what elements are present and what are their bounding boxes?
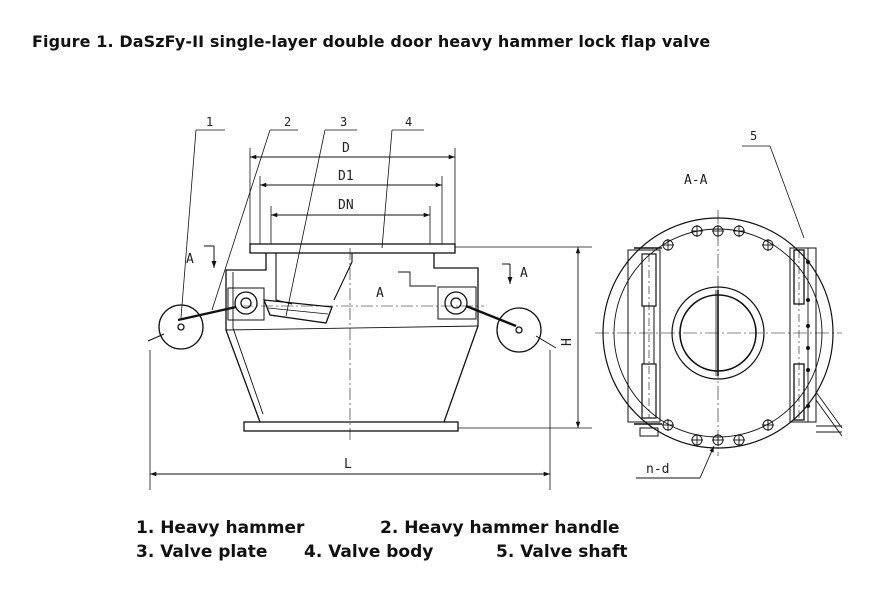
figure-title: Figure 1. DaSzFy-II single-layer double … <box>32 32 711 51</box>
section-marker-a-left: A <box>186 252 194 267</box>
legend-item-heavy-hammer-handle: 2. Heavy hammer handle <box>380 518 620 538</box>
section-marker-a-right: A <box>520 266 528 281</box>
side-view <box>595 210 843 456</box>
callout-3: 3 <box>340 115 347 129</box>
extension-lines <box>149 148 592 490</box>
hole-callout-leader <box>636 445 715 479</box>
section-arrow-left <box>204 245 217 268</box>
valve-body-left <box>225 253 267 423</box>
section-arrow-right <box>502 263 513 284</box>
legend-item-valve-body: 4. Valve body <box>304 542 434 562</box>
dim-label-dn: DN <box>338 198 354 213</box>
legend-item-heavy-hammer: 1. Heavy hammer <box>136 518 305 538</box>
dim-label-d: D <box>342 141 350 156</box>
callout-leaders <box>180 129 805 319</box>
legend-item-valve-plate: 3. Valve plate <box>136 542 268 562</box>
heavy-hammer-left <box>158 304 204 350</box>
dimension-lines <box>150 154 581 477</box>
heavy-hammer-right <box>496 307 542 353</box>
callout-4: 4 <box>405 115 412 129</box>
callout-1: 1 <box>206 115 213 129</box>
bottom-flange <box>243 421 459 432</box>
top-flange <box>249 243 456 254</box>
legend-item-valve-shaft: 5. Valve shaft <box>496 542 628 562</box>
front-view <box>147 243 557 440</box>
side-frame-left <box>627 249 661 423</box>
callout-2: 2 <box>284 115 291 129</box>
hammer-handle-left <box>177 305 237 322</box>
valve-plate <box>262 299 333 324</box>
dim-label-l: L <box>344 457 352 472</box>
valve-body-right <box>433 253 479 423</box>
section-view-label: A-A <box>684 173 708 188</box>
dim-label-nd: n-d <box>646 462 669 477</box>
callout-5: 5 <box>750 129 757 143</box>
bolt-holes <box>662 225 774 446</box>
section-marker-a-center: A <box>376 286 384 301</box>
valve-shaft <box>789 247 817 423</box>
shaft-dots <box>806 260 810 408</box>
dim-label-d1: D1 <box>338 169 354 184</box>
dim-label-h: H <box>560 338 575 346</box>
hammer-handle-right <box>465 304 517 328</box>
